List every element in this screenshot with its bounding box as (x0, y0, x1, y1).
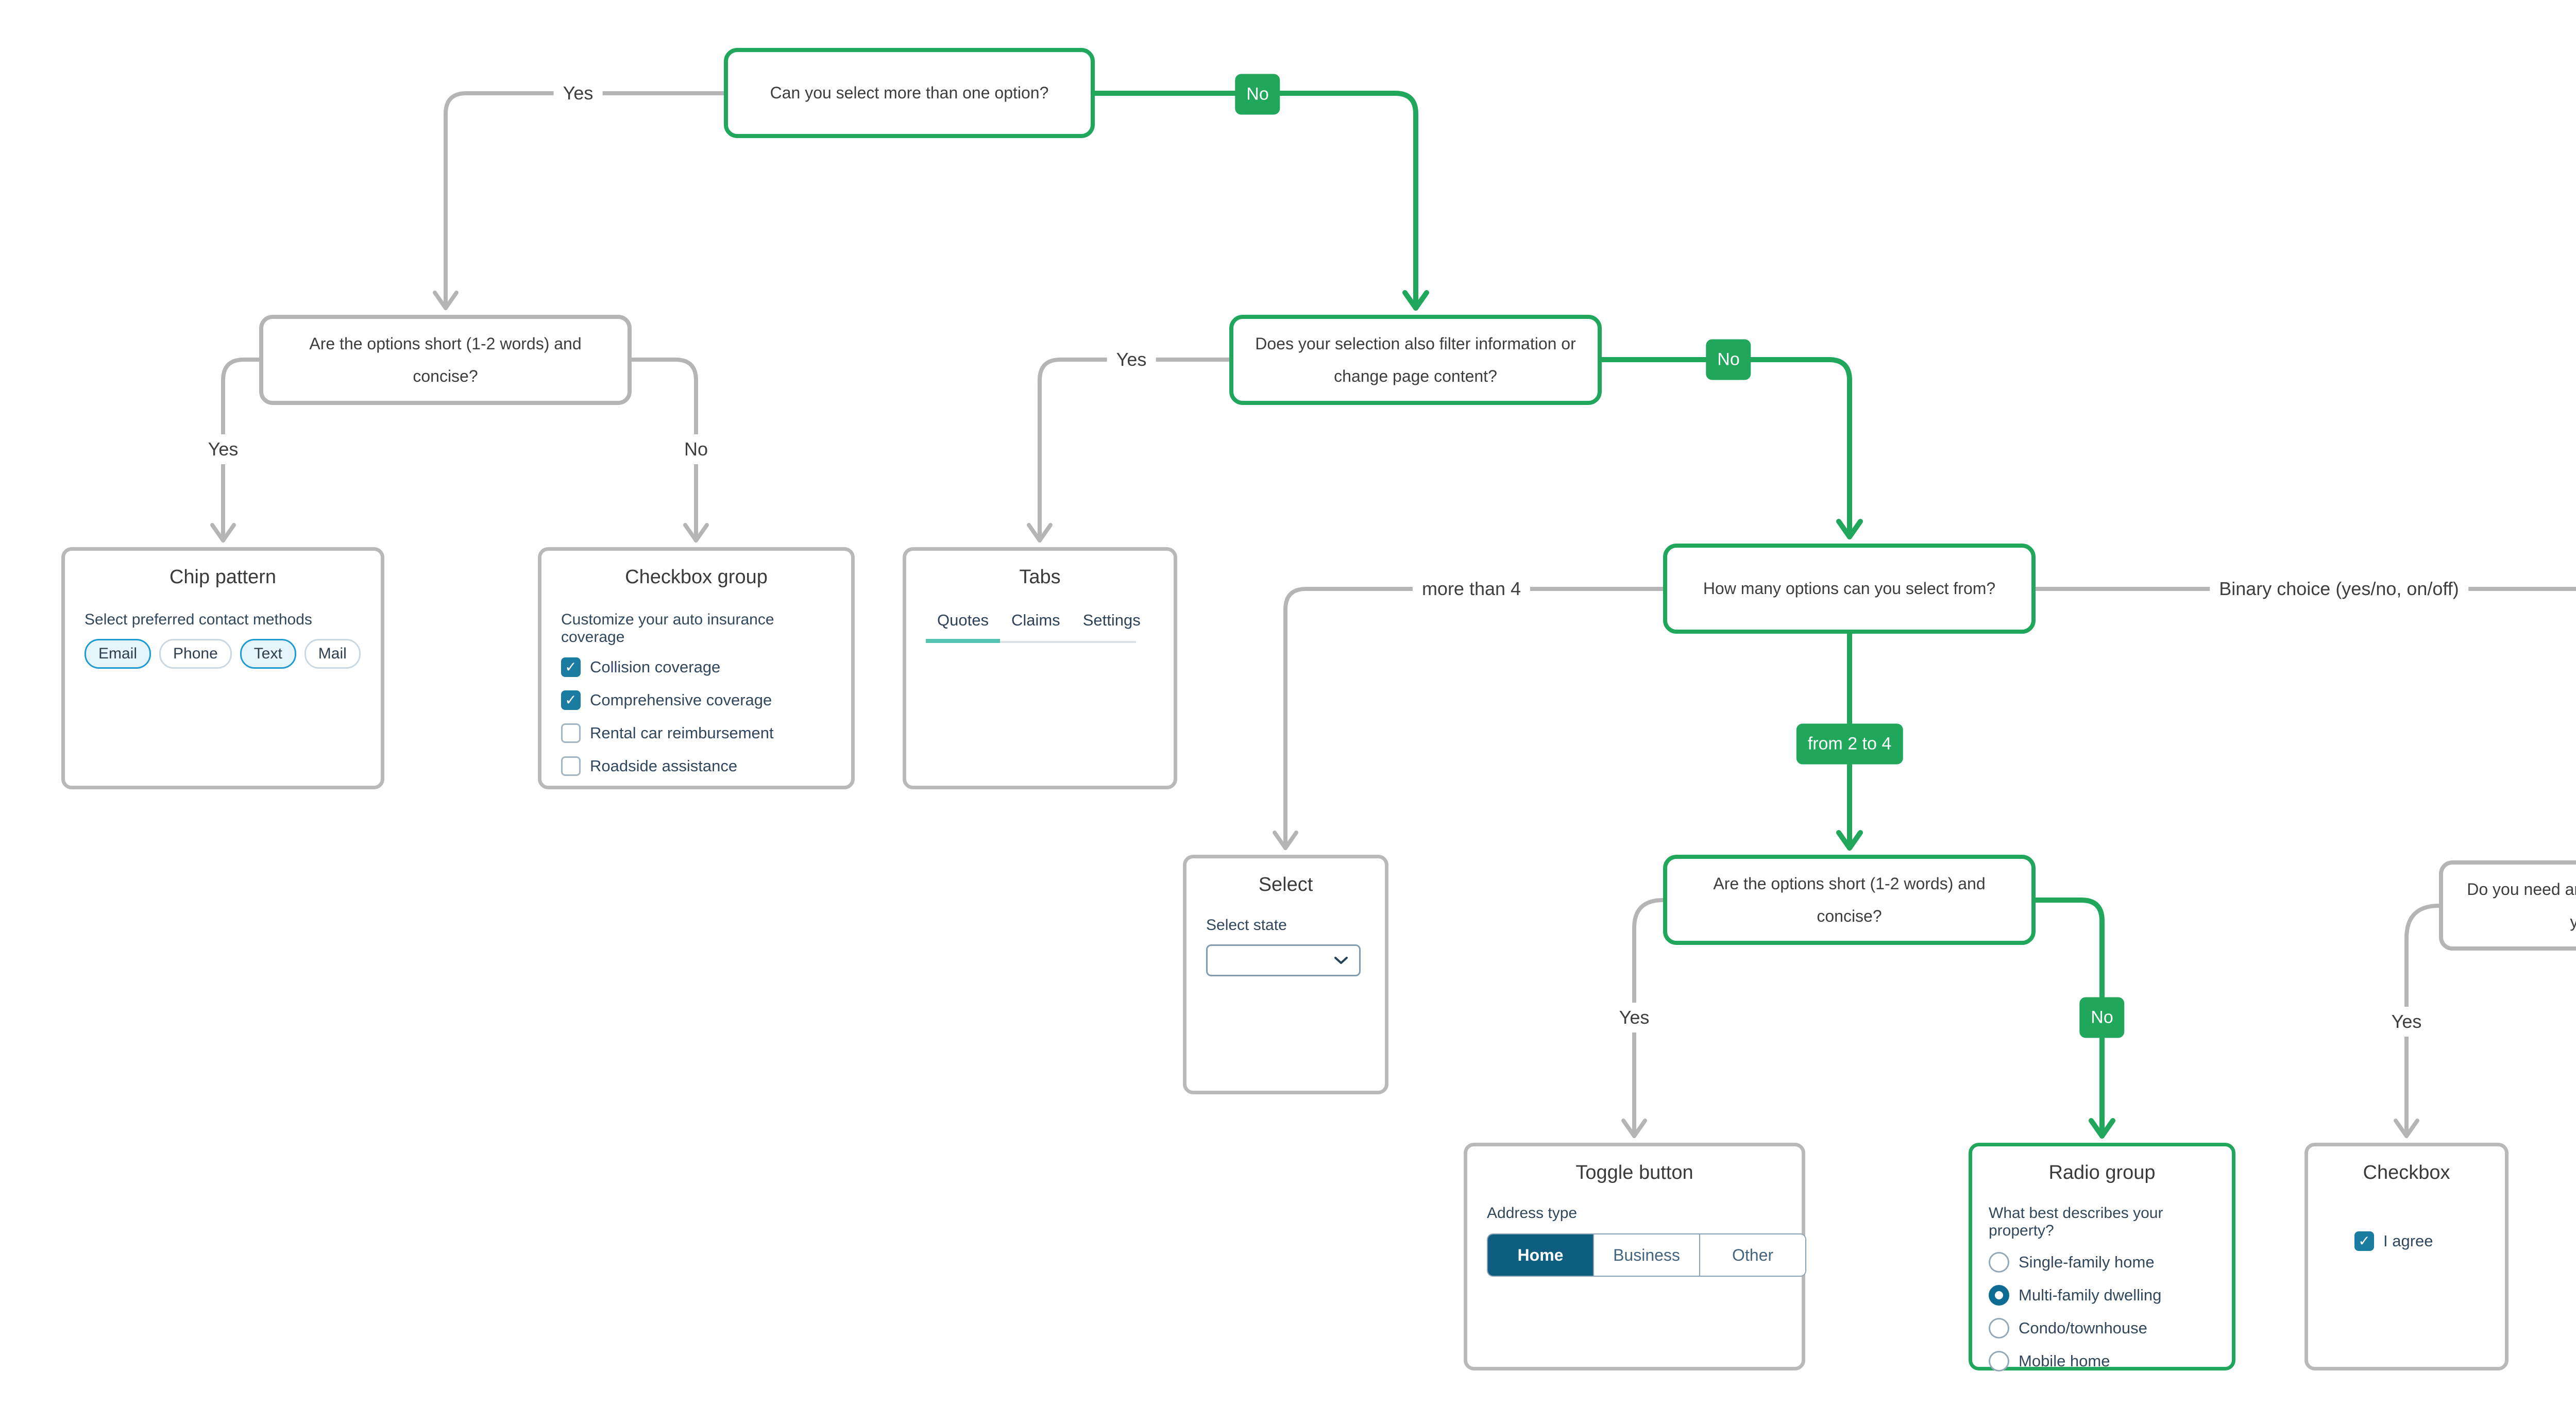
connector-q5-yes (1621, 898, 1665, 1138)
radio-unselected-icon[interactable] (1989, 1318, 2009, 1339)
checkbox-row-collision[interactable]: Collision coverage (561, 657, 832, 677)
checkbox-checked-icon[interactable] (561, 690, 581, 710)
connector-q4-binary (2033, 587, 2576, 591)
chip-email[interactable]: Email (84, 639, 151, 669)
edge-label-q1-yes: Yes (553, 78, 603, 108)
segment-home[interactable]: Home (1488, 1234, 1593, 1276)
card-title-checkbox-group: Checkbox group (625, 566, 768, 588)
radio-row-single-family[interactable]: Single-family home (1989, 1252, 2215, 1273)
edge-label-q6-yes: Yes (2382, 1007, 2431, 1037)
checkbox-card: Checkbox I agree (2304, 1143, 2509, 1370)
radio-selected-icon[interactable] (1989, 1285, 2009, 1306)
select-card: Select Select state (1183, 855, 1388, 1094)
checkbox-label: Roadside assistance (590, 757, 738, 775)
connector-q2-no (630, 358, 709, 543)
connector-q1-no (1092, 91, 1429, 311)
radio-row-mobile-home[interactable]: Mobile home (1989, 1351, 2215, 1372)
tab-bar: Quotes Claims Settings (926, 611, 1141, 643)
segment-business[interactable]: Business (1593, 1234, 1699, 1276)
radio-unselected-icon[interactable] (1989, 1351, 2009, 1372)
decision-text: Are the options short (1-2 words) and co… (1713, 874, 1986, 925)
card-title-radio-group: Radio group (2048, 1162, 2156, 1183)
checkbox-unchecked-icon[interactable] (561, 723, 581, 743)
checkbox-label: Rental car reimbursement (590, 724, 774, 742)
edge-label-q4-more-than-4: more than 4 (1412, 574, 1531, 604)
connector-q3-yes (1027, 358, 1231, 543)
radio-label: Mobile home (2019, 1352, 2110, 1370)
radio-group-card: Radio group What best describes your pro… (1969, 1143, 2235, 1372)
decision-confirm-action: Do you need an additional action to conf… (2439, 860, 2576, 951)
checkbox-checked-icon[interactable] (2354, 1231, 2374, 1251)
card-title-toggle-button: Toggle button (1575, 1162, 1693, 1183)
toggle-group-label: Address type (1487, 1205, 1578, 1222)
decision-text: Does your selection also filter informat… (1255, 334, 1576, 385)
card-title-chip-pattern: Chip pattern (169, 566, 276, 588)
edge-badge-q3-no: No (1706, 339, 1751, 380)
edge-badge-q4-from-2-to-4: from 2 to 4 (1796, 723, 1903, 765)
checkbox-row-rental[interactable]: Rental car reimbursement (561, 723, 832, 743)
edge-label-q4-binary: Binary choice (yes/no, on/off) (2210, 574, 2468, 604)
edge-label-q3-yes: Yes (1107, 345, 1156, 375)
radio-unselected-icon[interactable] (1989, 1252, 2009, 1273)
chip-phone[interactable]: Phone (159, 639, 232, 669)
tab-claims[interactable]: Claims (1011, 611, 1060, 629)
checkbox-label: Comprehensive coverage (590, 691, 772, 709)
connector-q4-more-than-4 (1273, 587, 1665, 850)
card-title-checkbox: Checkbox (2363, 1162, 2450, 1183)
chip-group-label: Select preferred contact methods (84, 611, 312, 628)
card-title-select: Select (1258, 874, 1313, 895)
radio-label: Single-family home (2019, 1253, 2155, 1271)
checkbox-label: I agree (2383, 1232, 2433, 1250)
radio-row-condo[interactable]: Condo/townhouse (1989, 1318, 2215, 1339)
decision-text: Can you select more than one option? (770, 83, 1049, 103)
connector-q3-no (1599, 357, 1863, 539)
checkbox-label: Collision coverage (590, 658, 721, 676)
checkbox-checked-icon[interactable] (561, 657, 581, 677)
chip-pattern-card: Chip pattern Select preferred contact me… (61, 547, 384, 789)
chevron-down-icon (1334, 957, 1348, 964)
decision-text: Are the options short (1-2 words) and co… (309, 334, 582, 385)
decision-options-short-left: Are the options short (1-2 words) and co… (259, 315, 632, 405)
segmented-control: Home Business Other (1487, 1233, 1806, 1277)
decision-filters-content: Does your selection also filter informat… (1229, 315, 1602, 405)
tabs-card: Tabs Quotes Claims Settings (903, 547, 1177, 789)
chip-row: Email Phone Text Mail (84, 639, 361, 669)
edge-label-q2-yes: Yes (198, 434, 248, 464)
decision-how-many-options: How many options can you select from? (1663, 544, 2036, 634)
decision-options-short-right: Are the options short (1-2 words) and co… (1663, 855, 2036, 945)
toggle-button-card: Toggle button Address type Home Business… (1464, 1143, 1806, 1370)
select-label: Select state (1206, 917, 1287, 934)
radio-label: Multi-family dwelling (2019, 1286, 2162, 1304)
radio-label: Condo/townhouse (2019, 1319, 2147, 1337)
connector-q1-yes (433, 91, 726, 310)
chip-mail[interactable]: Mail (304, 639, 361, 669)
edge-badge-q1-no: No (1235, 74, 1280, 115)
radio-group-label: What best describes your property? (1989, 1205, 2163, 1239)
state-select-dropdown[interactable] (1206, 944, 1361, 976)
checkbox-group-label: Customize your auto insurance coverage (561, 611, 774, 646)
edge-badge-q5-no: No (2079, 997, 2125, 1038)
checkbox-row-i-agree[interactable]: I agree (2354, 1231, 2485, 1251)
connector-q6-yes (2394, 904, 2441, 1138)
radio-row-multi-family[interactable]: Multi-family dwelling (1989, 1285, 2215, 1306)
decision-text: How many options can you select from? (1703, 579, 1996, 598)
decision-multi-select: Can you select more than one option? (724, 48, 1095, 138)
decision-text: Do you need an additional action to conf… (2467, 880, 2576, 931)
tab-quotes[interactable]: Quotes (926, 611, 1000, 643)
chip-text[interactable]: Text (240, 639, 296, 669)
tab-settings[interactable]: Settings (1082, 611, 1141, 629)
connector-q5-no (2033, 898, 2115, 1139)
checkbox-row-comprehensive[interactable]: Comprehensive coverage (561, 690, 832, 710)
edge-label-q2-no: No (674, 434, 718, 464)
checkbox-group-card: Checkbox group Customize your auto insur… (538, 547, 855, 789)
checkbox-unchecked-icon[interactable] (561, 756, 581, 776)
edge-label-q5-yes: Yes (1609, 1003, 1659, 1032)
segment-other[interactable]: Other (1699, 1234, 1805, 1276)
connector-q2-yes (210, 358, 261, 543)
card-title-tabs: Tabs (1019, 566, 1061, 588)
checkbox-row-roadside[interactable]: Roadside assistance (561, 756, 832, 776)
